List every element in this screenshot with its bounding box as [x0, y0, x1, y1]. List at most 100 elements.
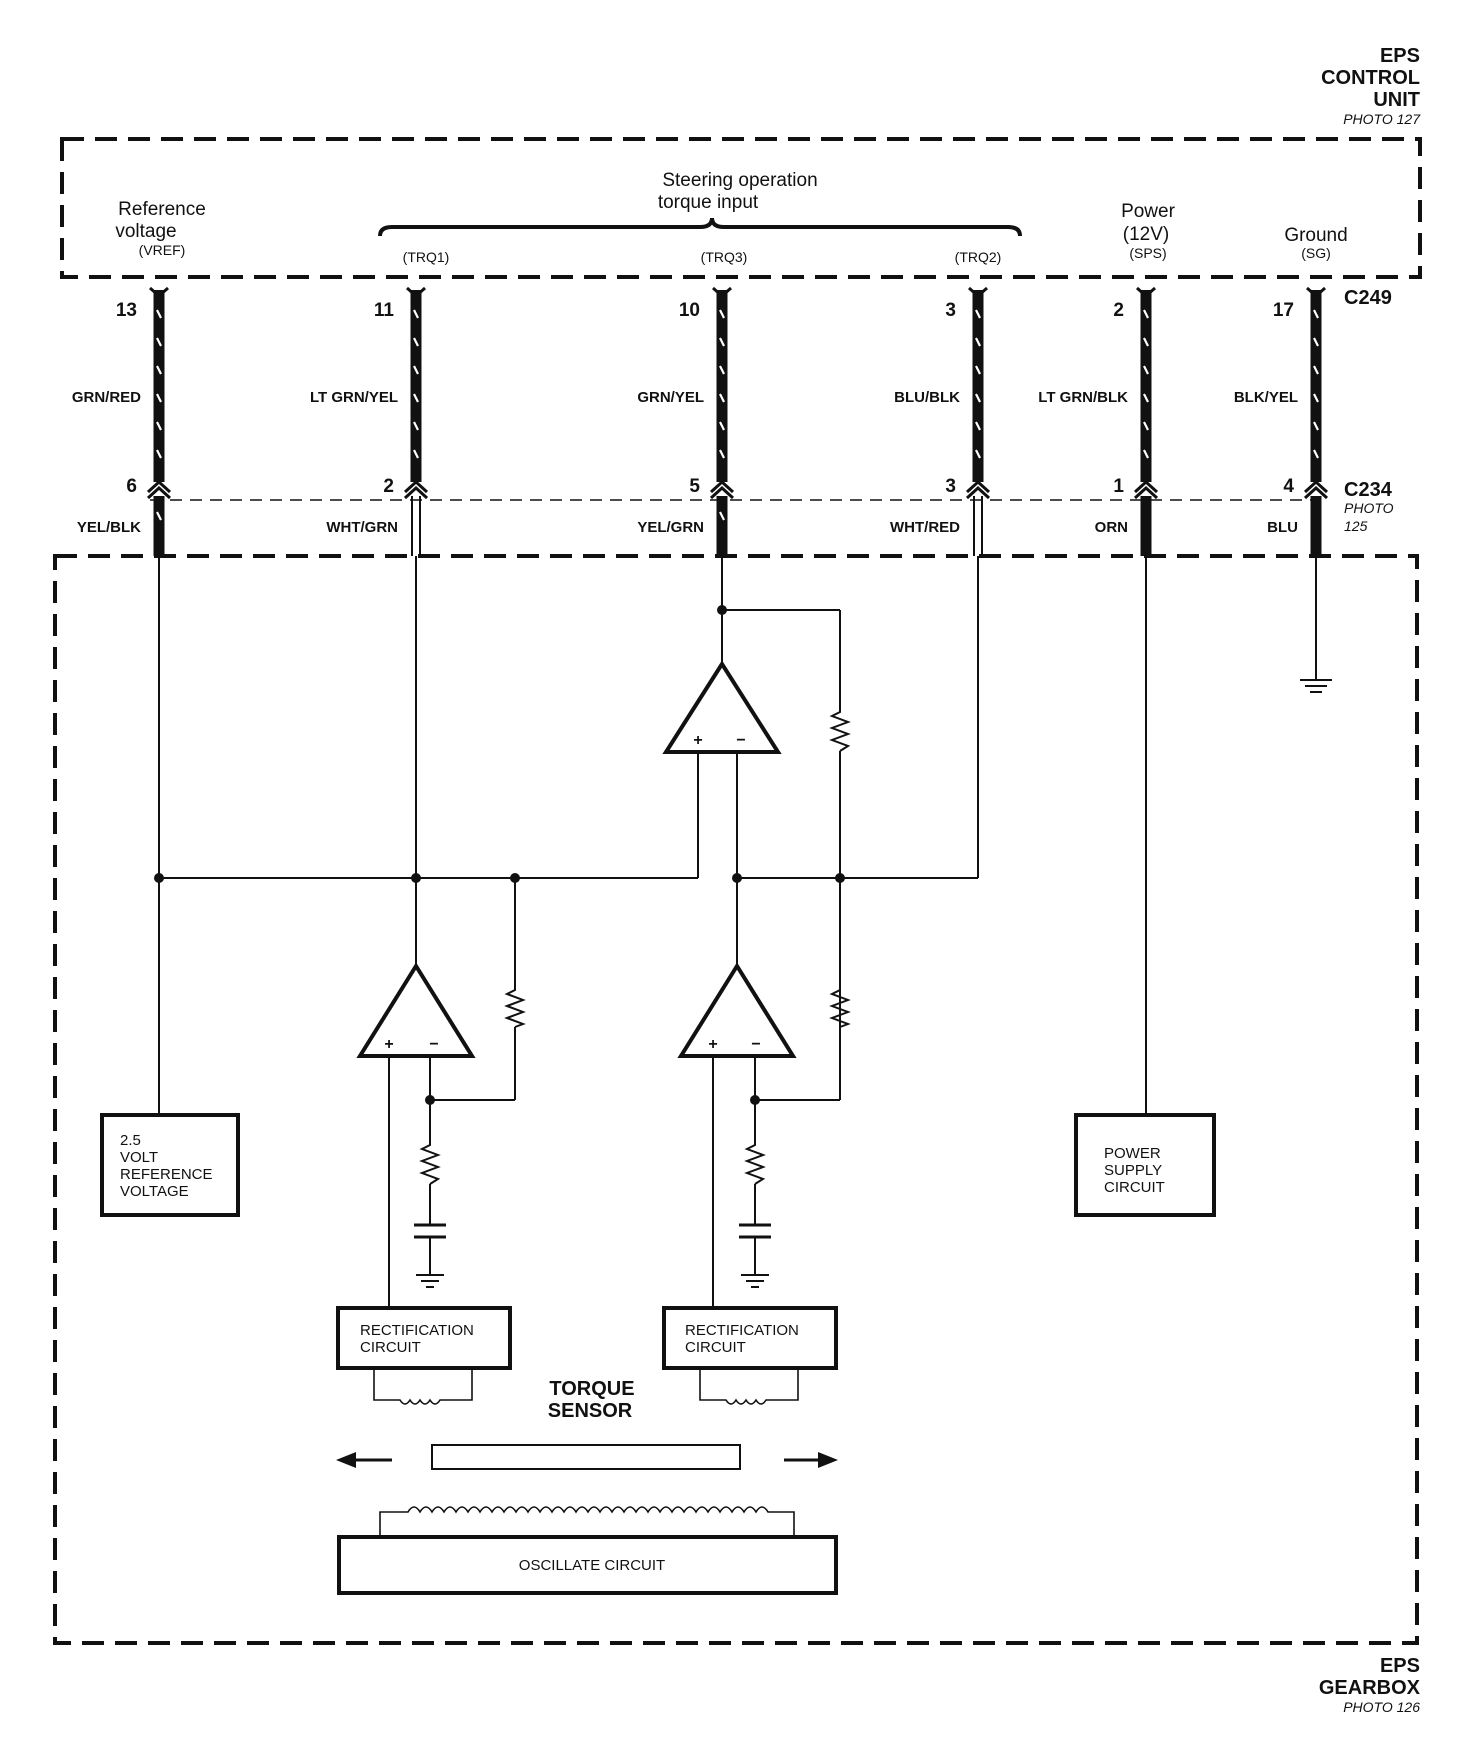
trq1-abbr: (TRQ1)	[403, 249, 450, 265]
gearbox-title-line-2: GEARBOX	[1319, 1677, 1421, 1699]
connector-pin-icon	[1306, 286, 1326, 299]
control-unit-boundary	[60, 137, 1422, 279]
connector-pin-icon	[709, 479, 735, 494]
wire-stripe	[156, 337, 162, 347]
vref-label-line-1: Reference	[118, 199, 206, 220]
opamp-minus-sign: −	[751, 1036, 760, 1053]
wire-stripe	[156, 393, 162, 403]
resistor-icon	[744, 1138, 766, 1185]
wire-stripe	[975, 421, 981, 431]
wire-stripe	[1143, 365, 1149, 375]
wire-stripe	[1313, 393, 1319, 403]
ground-symbols	[416, 679, 1332, 1288]
junction-dot	[425, 1095, 435, 1105]
c234-pin-sg: 4	[1283, 476, 1294, 497]
c249-pin-sg: 17	[1273, 300, 1294, 321]
control-unit-title-line-1: EPS	[1380, 45, 1420, 67]
lower-wire-color-vref: YEL/BLK	[77, 519, 141, 536]
rectification-circuit-left: RECTIFICATION CIRCUIT	[336, 1306, 512, 1405]
wire-stripe	[413, 421, 419, 431]
connector-pin-icon	[1133, 479, 1159, 494]
signal-labels: Reference voltage (VREF) Steering operat…	[115, 170, 1347, 265]
wire-stripe	[156, 365, 162, 375]
lower-wire-color-sps: ORN	[1095, 519, 1128, 536]
arrow-right-icon	[784, 1452, 838, 1468]
torque-sensor-shaft	[431, 1444, 741, 1470]
gearbox-title-line-1: EPS	[1380, 1655, 1420, 1677]
control-unit-title-line-3: UNIT	[1373, 89, 1420, 111]
c234-photo-line-2: 125	[1344, 518, 1368, 534]
wire-stripe	[156, 449, 162, 459]
oscillate-circuit-label: OSCILLATE CIRCUIT	[519, 1557, 665, 1574]
upper-wire-color-sg: BLK/YEL	[1234, 389, 1298, 406]
lower-wire-color-sg: BLU	[1267, 519, 1298, 536]
steering-label-line-1: Steering operation	[662, 170, 817, 191]
opamp-plus-sign: +	[708, 1036, 717, 1053]
gearbox-boundary	[53, 554, 1419, 1645]
junction-dots	[154, 605, 845, 1105]
wire-stripe	[1143, 421, 1149, 431]
c234-pin-trq2: 3	[945, 476, 956, 497]
power-label-line-2: (12V)	[1123, 224, 1169, 245]
connector-pin-icon	[1303, 485, 1329, 500]
ground-icon	[416, 1274, 444, 1288]
capacitors	[414, 1223, 771, 1239]
wire-stripe	[975, 309, 981, 319]
c234-label: C234	[1344, 479, 1393, 501]
upper-wire-color-trq3: GRN/YEL	[637, 389, 704, 406]
wire-stripe	[413, 365, 419, 375]
vref-label-line-2: voltage	[115, 221, 176, 242]
trq3-abbr: (TRQ3)	[701, 249, 748, 265]
wire-stripe	[719, 421, 725, 431]
junction-dot	[750, 1095, 760, 1105]
c234-pin-trq1: 2	[383, 476, 394, 497]
c249-pin-trq2: 3	[945, 300, 956, 321]
gearbox-photo-ref: PHOTO 126	[1343, 1699, 1420, 1715]
rect-right-line-2: CIRCUIT	[685, 1339, 746, 1356]
connector-pin-icon	[146, 485, 172, 500]
vref-box: 2.5 VOLT REFERENCE VOLTAGE	[100, 1113, 240, 1217]
ground-icon	[741, 1274, 769, 1288]
connector-pin-icon	[149, 286, 169, 299]
vref-box-line-1: 2.5	[120, 1132, 141, 1149]
c249-label: C249	[1344, 287, 1392, 309]
upper-wire-color-sps: LT GRN/BLK	[1038, 389, 1128, 406]
wire-stripe	[719, 511, 725, 521]
wire-stripe	[413, 309, 419, 319]
arrow-left-icon	[336, 1452, 392, 1468]
vref-box-line-2: VOLT	[120, 1149, 158, 1166]
wire-stripe	[975, 337, 981, 347]
power-box-line-1: POWER	[1104, 1145, 1161, 1162]
junction-dot	[510, 873, 520, 883]
wire-stripe	[719, 309, 725, 319]
rect-left-line-1: RECTIFICATION	[360, 1322, 474, 1339]
opamp-minus-sign: −	[736, 732, 745, 749]
internal-wiring	[158, 556, 1317, 1308]
junction-dot	[154, 873, 164, 883]
trq2-abbr: (TRQ2)	[955, 249, 1002, 265]
opamp-icon: + −	[677, 962, 797, 1058]
wire-stripe	[719, 337, 725, 347]
upper-wire-color-trq2: BLU/BLK	[894, 389, 960, 406]
junction-dot	[835, 873, 845, 883]
wire-stripe	[975, 393, 981, 403]
opamp-icon: + −	[356, 962, 476, 1058]
control-unit-photo-ref: PHOTO 127	[1343, 111, 1421, 127]
sensor-coil-icon	[373, 1368, 473, 1405]
wire-stripe	[719, 449, 725, 459]
power-box-line-3: CIRCUIT	[1104, 1179, 1165, 1196]
upper-wire-color-vref: GRN/RED	[72, 389, 141, 406]
connector-pin-icon	[1136, 286, 1156, 299]
connector-pin-icon	[965, 479, 991, 494]
power-abbr: (SPS)	[1129, 245, 1166, 261]
wire-stripe	[719, 365, 725, 375]
oscillate-circuit: OSCILLATE CIRCUIT	[337, 1506, 838, 1595]
